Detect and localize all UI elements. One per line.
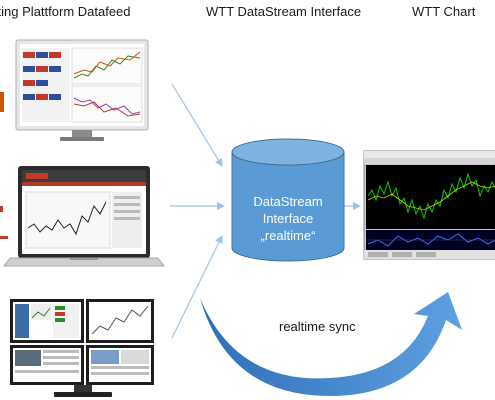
header-datastream-interface: WTT DataStream Interface <box>206 4 362 19</box>
datastream-database-cylinder <box>231 138 345 262</box>
arrow-quadmonitor-to-interface <box>171 235 223 339</box>
cutoff-logo-fragment <box>0 206 3 212</box>
quad-monitor-screenshot <box>10 299 154 397</box>
database-label-line2: Interface <box>262 211 314 226</box>
header-platform-datafeed: arting Plattform Datafeed <box>0 4 131 19</box>
database-label-line1: DataStream <box>253 194 323 209</box>
laptop-screenshot <box>3 166 165 267</box>
database-label-line3: „realtime“ <box>260 228 316 243</box>
cutoff-logo-fragment <box>0 236 8 239</box>
wtt-chart-screenshot <box>363 150 495 260</box>
database-label: DataStream Interface „realtime“ <box>232 193 344 244</box>
arrow-monitor-to-interface <box>171 83 223 167</box>
desktop-monitor-screenshot <box>15 39 149 141</box>
cutoff-logo-fragment <box>0 92 4 112</box>
header-wtt-chart: WTT Chart <box>412 4 476 19</box>
realtime-sync-arrow <box>200 292 462 396</box>
realtime-sync-label: realtime sync <box>279 319 356 334</box>
